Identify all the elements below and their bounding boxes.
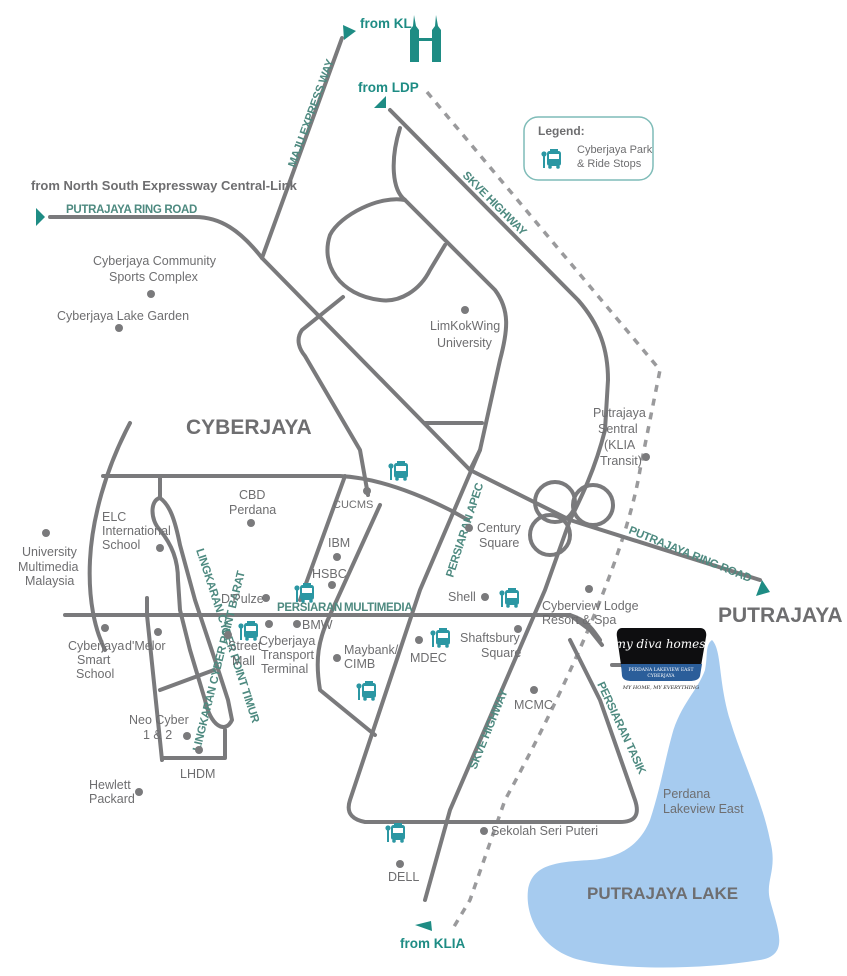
my-diva-homes-logo: my diva homes PERDANA LAKEVIEW EAST CYBE… [615, 628, 707, 691]
poi-shaftsbury: Shaftsbury [460, 631, 521, 645]
bus-stop-icon [238, 621, 258, 641]
poi-mcmc: MCMC [514, 698, 553, 712]
from-ldp-label: from LDP [358, 80, 419, 95]
bus-stop-icon [356, 681, 376, 701]
legend: Legend: Cyberjaya Park & Ride Stops [523, 116, 654, 181]
poi-mmu-3: Malaysia [25, 574, 74, 588]
poi-cucms: CUCMS [333, 499, 373, 511]
multimedia-label: MULTIMEDIA [344, 602, 412, 614]
poi-limkokwing-2: University [437, 336, 493, 350]
poi-lhdm: LHDM [180, 767, 215, 781]
from-klia-label: from KLIA [400, 936, 465, 951]
poi-sentral: Putrajaya [593, 406, 646, 420]
logo-brand: my diva homes [615, 637, 706, 651]
from-kl-arrow-icon [343, 25, 356, 40]
poi-dots [42, 290, 650, 868]
logo-line2: CYBERJAYA [647, 673, 675, 679]
logo-tagline: MY HOME, MY EVERYTHING [622, 685, 699, 691]
poi-century-2: Square [479, 536, 519, 550]
from-ldp-arrow-icon [374, 96, 386, 108]
poi-cyberview: Cyberview Lodge [542, 599, 639, 613]
from-nse-label: from North South Expressway Central-Link [31, 178, 298, 193]
from-kl-label: from KL [360, 16, 412, 31]
poi-neo-cyber: Neo Cyber [129, 713, 189, 727]
road-network [48, 36, 762, 902]
cyberjaya-label: CYBERJAYA [186, 416, 312, 439]
from-klia-arrow-icon [415, 921, 432, 931]
twin-towers-icon [410, 15, 441, 62]
ring-road-west-label: PUTRAJAYA RING ROAD [66, 204, 197, 216]
maju-expressway-label: MAJU EXPRESS WAY [287, 58, 337, 169]
poi-ctt: Cyberjaya [259, 634, 315, 648]
poi-mmu-2: Multimedia [18, 560, 78, 574]
legend-line2: & Ride Stops [577, 158, 642, 170]
bus-stop-icon [388, 461, 408, 481]
from-nse-arrow-icon [36, 208, 45, 226]
poi-lake-garden: Cyberjaya Lake Garden [57, 309, 189, 323]
bus-stop-icon [430, 628, 450, 648]
poi-elc-3: School [102, 538, 140, 552]
to-putrajaya-arrow-icon [756, 580, 770, 596]
poi-shaftsbury-2: Square [481, 646, 521, 660]
poi-neo-cyber-2: 1 & 2 [143, 728, 172, 742]
poi-cyberview-2: Resort & Spa [542, 613, 616, 627]
poi-sentral-3: (KLIA [604, 438, 636, 452]
poi-dell: DELL [388, 870, 419, 884]
poi-smart-school-3: School [76, 667, 114, 681]
poi-century: Century [477, 521, 522, 535]
poi-sports-complex: Cyberjaya Community [93, 254, 217, 268]
poi-ctt-3: Terminal [261, 662, 308, 676]
poi-sentral-4: Transit) [600, 454, 642, 468]
ring-road-east-label: PUTRAJAYA RING ROAD [627, 525, 753, 585]
skve-south-label: SKVE HIGHWAY [468, 687, 511, 771]
bus-stop-icon [294, 583, 314, 603]
bus-stop-icon [499, 588, 519, 608]
legend-title: Legend: [538, 124, 585, 138]
logo-line1: PERDANA LAKEVIEW EAST [628, 667, 693, 673]
poi-street-mall: Street [228, 639, 262, 653]
poi-street-mall-2: Mall [232, 654, 255, 668]
poi-hp-2: Packard [89, 792, 135, 806]
poi-smart-school-2: Smart [77, 653, 111, 667]
poi-labels: Cyberjaya Community Sports Complex Cyber… [18, 254, 744, 884]
poi-dmelor: d'Melor [125, 639, 166, 653]
poi-sentral-2: Sentral [598, 422, 638, 436]
poi-mmu: University [22, 545, 78, 559]
poi-hsbc: HSBC [312, 567, 347, 581]
poi-dpulze: D'Pulze [221, 592, 264, 606]
bus-stop-icon [385, 823, 405, 843]
poi-perdana-2: Lakeview East [663, 802, 744, 816]
poi-sekolah: Sekolah Seri Puteri [491, 824, 598, 838]
poi-cbd-2: Perdana [229, 503, 276, 517]
poi-ctt-2: Transport [261, 648, 315, 662]
bus-stop-icon [541, 149, 561, 169]
poi-bmw: BMW [302, 618, 333, 632]
poi-elc-2: International [102, 524, 171, 538]
poi-cbd: CBD [239, 488, 265, 502]
legend-line1: Cyberjaya Park [577, 144, 653, 156]
poi-maybank-2: CIMB [344, 657, 375, 671]
klia-transit-rail [425, 90, 662, 931]
poi-ibm: IBM [328, 536, 350, 550]
poi-perdana: Perdana [663, 787, 710, 801]
poi-mdec: MDEC [410, 651, 447, 665]
poi-maybank: Maybank/ [344, 643, 399, 657]
skve-north-label: SKVE HIGHWAY [460, 170, 529, 239]
poi-shell: Shell [448, 590, 476, 604]
putrajaya-lake [527, 640, 780, 968]
poi-smart-school: Cyberjaya [68, 639, 124, 653]
poi-limkokwing: LimKokWing [430, 319, 500, 333]
persiaran-label: PERSIARAN [277, 602, 342, 614]
putrajaya-lake-label: PUTRAJAYA LAKE [587, 884, 738, 903]
putrajaya-label: PUTRAJAYA [718, 604, 843, 627]
poi-sports-complex-2: Sports Complex [109, 270, 199, 284]
poi-hp: Hewlett [89, 778, 131, 792]
poi-elc: ELC [102, 510, 126, 524]
